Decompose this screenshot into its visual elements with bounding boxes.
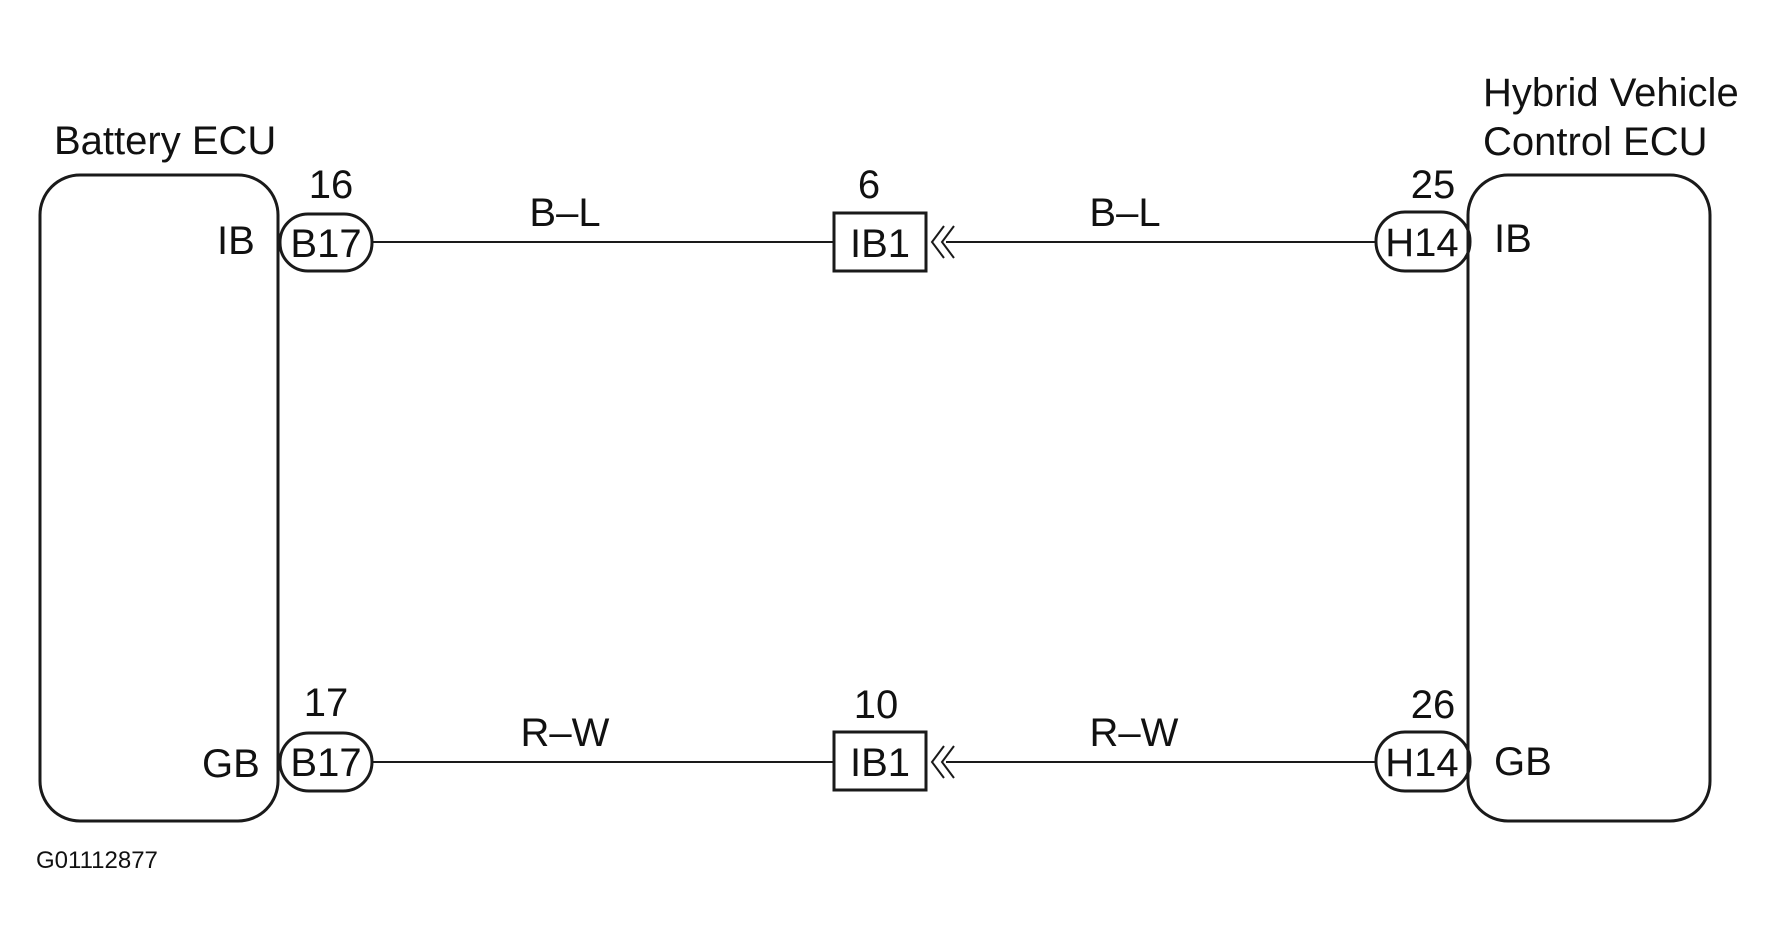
connector-h14-top — [1374, 210, 1472, 273]
battery-ecu-title: Battery ECU — [54, 119, 276, 163]
connector-h14-bottom-pin: 26 — [1411, 683, 1456, 727]
wire-bottom-right-color: R–W — [1090, 711, 1179, 755]
connector-b17-bottom — [278, 731, 374, 793]
connector-b17-top-label: B17 — [290, 222, 361, 266]
connector-h14-top-label: H14 — [1385, 221, 1458, 265]
connector-h14-bottom-label: H14 — [1385, 741, 1458, 785]
connector-h14-bottom — [1374, 730, 1472, 793]
circuit-ib: B17 16 IB1 6 H14 25 B–L B–L — [278, 163, 1472, 273]
wire-top-right-color: B–L — [1089, 191, 1160, 235]
junction-ib1-top — [832, 211, 928, 273]
battery-ecu-box — [38, 173, 280, 823]
hv-control-ecu-title-line2: Control ECU — [1483, 120, 1708, 164]
junction-ib1-bottom-label: IB1 — [850, 741, 910, 785]
wire-top-left-color: B–L — [529, 191, 600, 235]
junction-ib1-top-label: IB1 — [850, 222, 910, 266]
battery-ecu: Battery ECU IB GB — [38, 119, 280, 823]
wire-bottom-left-color: R–W — [521, 711, 610, 755]
hybrid-vehicle-control-ecu: Hybrid Vehicle Control ECU IB GB — [1466, 71, 1739, 823]
junction-ib1-bottom — [832, 730, 928, 792]
connector-b17-top-pin: 16 — [309, 163, 354, 207]
junction-ib1-bottom-arrow-2 — [940, 745, 955, 779]
battery-ecu-pin-ib: IB — [217, 219, 255, 263]
hv-control-ecu-title-line1: Hybrid Vehicle — [1483, 71, 1739, 115]
figure-id: G01112877 — [36, 847, 158, 874]
connector-b17-bottom-label: B17 — [290, 741, 361, 785]
junction-ib1-top-arrow-2 — [940, 225, 955, 259]
junction-ib1-bottom-pin: 10 — [854, 683, 899, 727]
circuit-gb: B17 17 IB1 10 H14 26 R–W R–W — [278, 681, 1472, 793]
connector-b17-bottom-pin: 17 — [304, 681, 349, 725]
hv-control-ecu-box — [1466, 173, 1712, 823]
connector-b17-top — [278, 212, 374, 273]
junction-ib1-bottom-arrow-1 — [930, 745, 945, 779]
battery-ecu-pin-gb: GB — [202, 742, 260, 786]
hv-control-ecu-pin-ib: IB — [1494, 217, 1532, 261]
hv-control-ecu-pin-gb: GB — [1494, 740, 1552, 784]
junction-ib1-top-pin: 6 — [858, 163, 880, 207]
connector-h14-top-pin: 25 — [1411, 163, 1456, 207]
junction-ib1-top-arrow-1 — [930, 225, 945, 259]
